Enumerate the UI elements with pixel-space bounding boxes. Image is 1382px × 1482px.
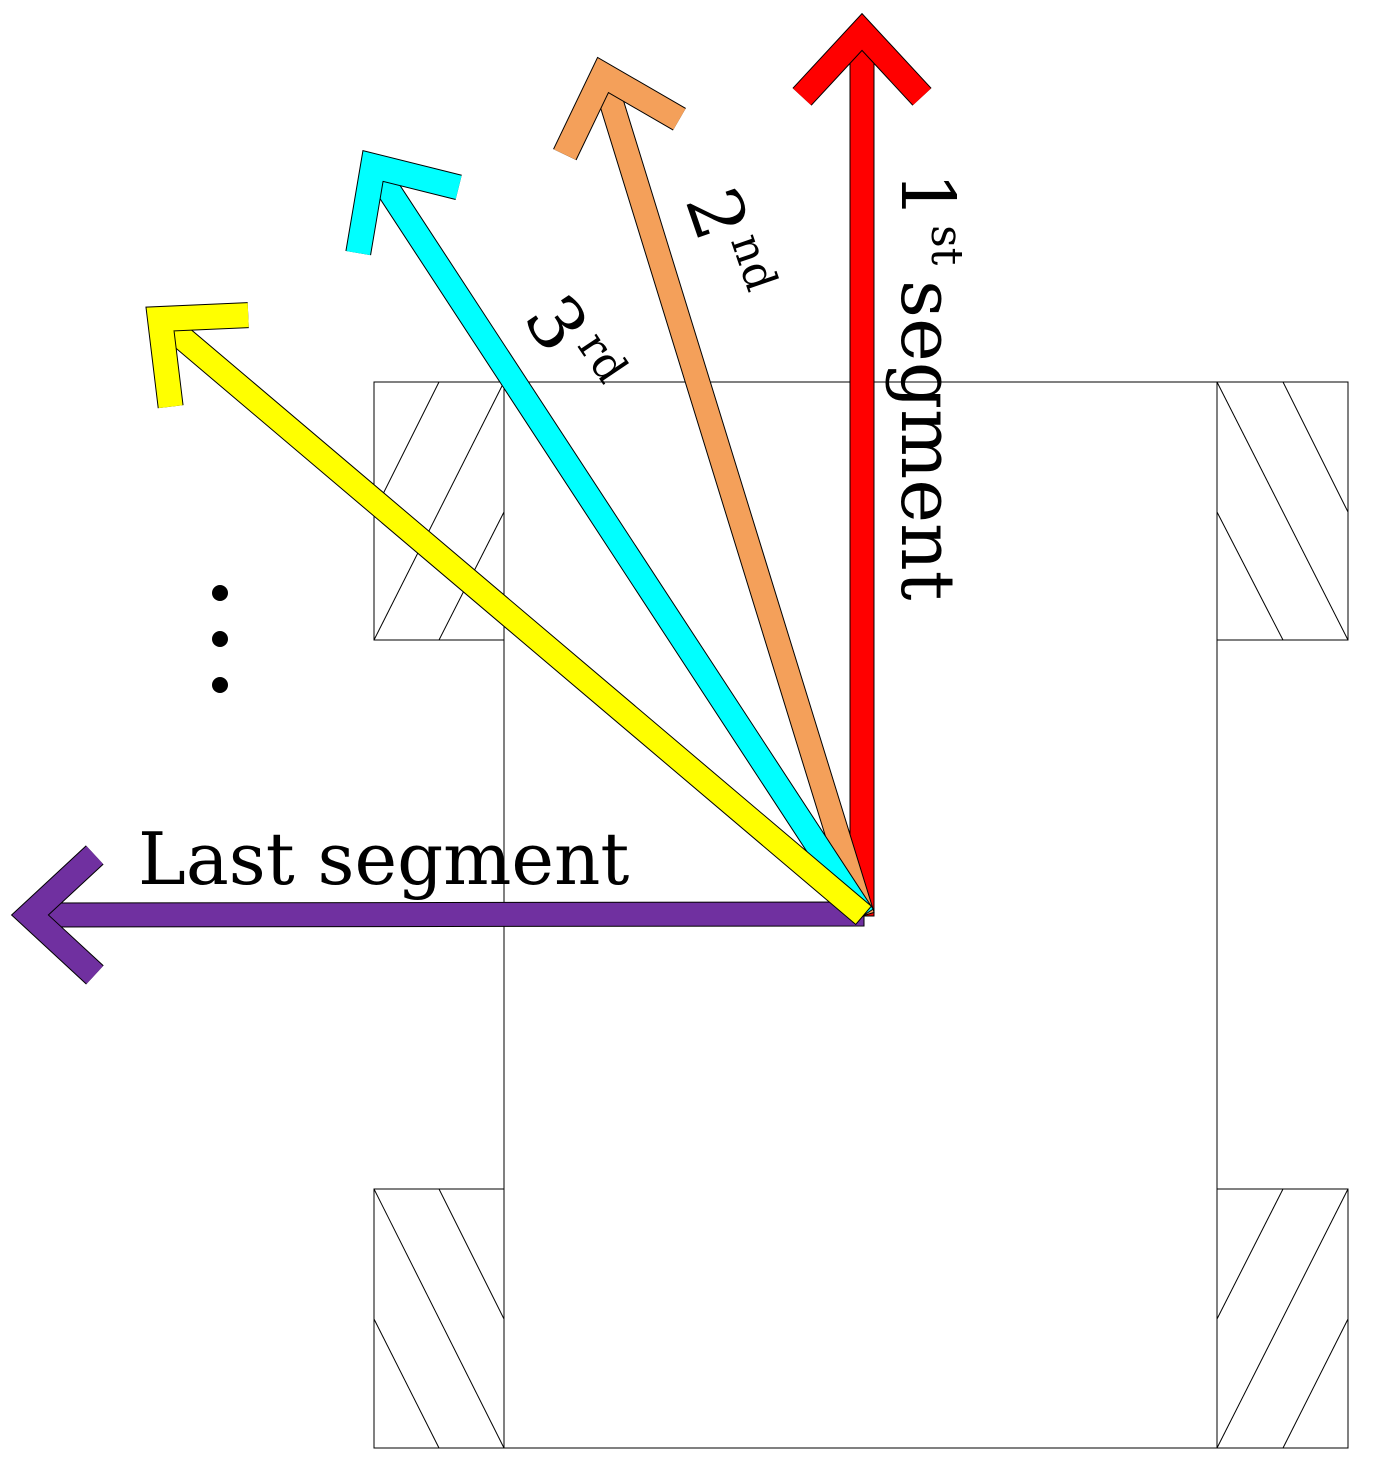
segment-arrows xyxy=(10,12,932,985)
first-segment-number: 1 xyxy=(884,172,970,219)
first-segment-word: segment xyxy=(884,280,970,601)
svg-text:1st: 1 st xyxy=(884,172,972,266)
first-segment-suffix: st xyxy=(921,225,972,266)
arrow-second-segment-head xyxy=(553,58,686,160)
arrow-third-segment-head xyxy=(346,151,462,256)
arrow-third-segment xyxy=(345,149,874,923)
arrow-last-segment-head xyxy=(12,846,104,984)
arrow-first-segment xyxy=(792,12,932,917)
label-last-segment: Last segment xyxy=(138,817,629,901)
arrow-last-segment-shaft xyxy=(39,901,865,928)
second-segment-suffix: nd xyxy=(720,227,787,297)
wheel-front-right xyxy=(1216,381,1349,641)
arrow-fourth-segment xyxy=(145,302,872,926)
arrow-fourth-segment-head xyxy=(146,303,249,409)
label-second-segment: 2nd xyxy=(668,177,787,309)
arrow-first-segment-head xyxy=(793,14,931,105)
wheel-rear-right xyxy=(1216,1188,1349,1449)
arrow-first-segment-shaft xyxy=(849,41,875,917)
wheel-rear-left xyxy=(373,1188,505,1449)
arrow-last-segment xyxy=(10,845,865,985)
vertical-ellipsis-icon xyxy=(212,585,228,693)
svg-text:2nd: 2nd xyxy=(668,177,787,309)
label-first-segment: 1 st segment xyxy=(884,172,972,601)
